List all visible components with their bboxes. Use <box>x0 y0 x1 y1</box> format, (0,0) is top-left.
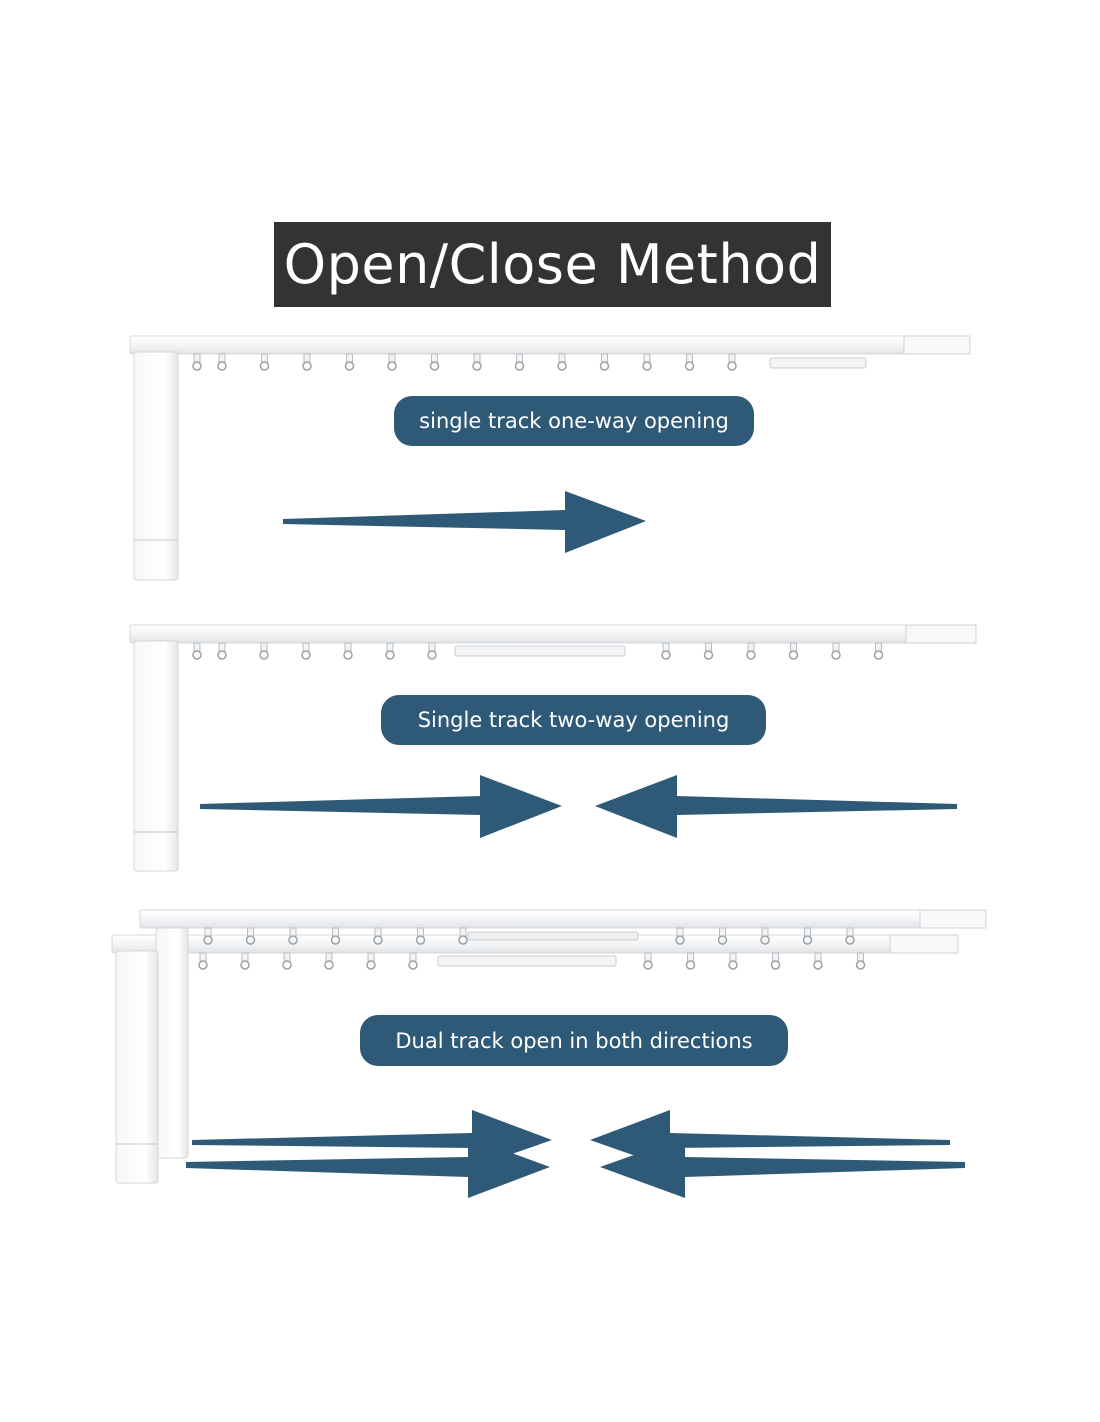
motor-unit-front <box>115 950 159 1184</box>
arrow-right-icon <box>186 1137 550 1198</box>
single-track-one-way-diagram <box>129 335 971 581</box>
arrow-right-icon <box>283 491 646 553</box>
hook-icon <box>855 952 866 970</box>
title-banner: Open/Close Method <box>274 222 831 307</box>
hook-icon <box>831 642 841 660</box>
hook-icon <box>845 927 855 945</box>
hook-icon <box>288 927 298 945</box>
hook-icon <box>429 353 440 371</box>
track-end-cap <box>903 335 971 355</box>
hook-icon <box>642 353 652 371</box>
hook-icon <box>330 927 341 945</box>
hook-icon <box>415 927 426 945</box>
hook-icon <box>366 952 376 970</box>
curtain-hooks <box>192 642 884 660</box>
hook-icon <box>873 642 884 660</box>
arrow-left-icon <box>595 775 957 838</box>
track-rail-back <box>139 909 987 929</box>
hook-icon <box>760 927 770 945</box>
hook-icon <box>240 952 250 970</box>
hook-icon <box>514 353 525 371</box>
track-carriage <box>437 955 617 967</box>
hook-icon <box>685 952 696 970</box>
hook-icon <box>192 642 202 660</box>
hook-icon <box>217 353 227 371</box>
motor-unit <box>133 351 179 581</box>
hook-icon <box>746 642 756 660</box>
hook-icon <box>472 353 482 371</box>
hook-icon <box>387 353 397 371</box>
hook-icon <box>427 642 437 660</box>
hook-icon <box>717 927 728 945</box>
method-label-two-way: Single track two-way opening <box>381 695 766 745</box>
hook-icon <box>458 927 468 945</box>
hook-icon <box>217 642 227 660</box>
track-carriage <box>454 645 626 657</box>
hook-icon <box>324 952 334 970</box>
hook-icon <box>302 353 312 371</box>
hook-icon <box>192 353 202 371</box>
hook-icon <box>675 927 685 945</box>
hook-icon <box>599 353 610 371</box>
hook-icon <box>198 952 208 970</box>
hook-icon <box>813 952 823 970</box>
hook-icon <box>373 927 383 945</box>
track-carriage <box>769 357 867 369</box>
hook-icon <box>203 927 213 945</box>
hook-icon <box>557 353 567 371</box>
method-label-dual-track: Dual track open in both directions <box>360 1015 788 1066</box>
hook-icon <box>643 952 653 970</box>
arrow-right-icon <box>192 1110 552 1168</box>
track-end-cap <box>919 909 987 929</box>
track-rail <box>129 624 977 644</box>
curtain-hooks <box>203 927 855 945</box>
track-rail <box>129 335 969 355</box>
track-carriage <box>467 931 639 941</box>
hook-icon <box>408 952 418 970</box>
motor-unit <box>133 640 179 872</box>
hook-icon <box>344 353 355 371</box>
method-label-one-way: single track one-way opening <box>394 396 754 446</box>
hook-icon <box>703 642 714 660</box>
curtain-hooks <box>198 952 866 970</box>
hook-icon <box>282 952 292 970</box>
track-end-cap <box>889 934 959 954</box>
arrow-left-icon <box>590 1110 950 1168</box>
single-track-two-way-diagram <box>129 624 977 872</box>
hook-icon <box>728 952 738 970</box>
hook-icon <box>684 353 695 371</box>
hook-icon <box>770 952 781 970</box>
curtain-hooks <box>192 353 737 371</box>
dual-track-both-directions-diagram <box>111 909 987 1198</box>
track-end-cap <box>905 624 977 644</box>
arrow-right-icon <box>200 775 562 838</box>
arrow-left-icon <box>600 1137 965 1198</box>
page-title: Open/Close Method <box>283 233 822 296</box>
motor-unit-back <box>155 927 189 1159</box>
hook-icon <box>259 353 270 371</box>
hook-icon <box>259 642 269 660</box>
hook-icon <box>245 927 256 945</box>
hook-icon <box>661 642 671 660</box>
hook-icon <box>727 353 737 371</box>
hook-icon <box>343 642 353 660</box>
hook-icon <box>301 642 311 660</box>
hook-icon <box>788 642 799 660</box>
hook-icon <box>802 927 813 945</box>
hook-icon <box>385 642 395 660</box>
